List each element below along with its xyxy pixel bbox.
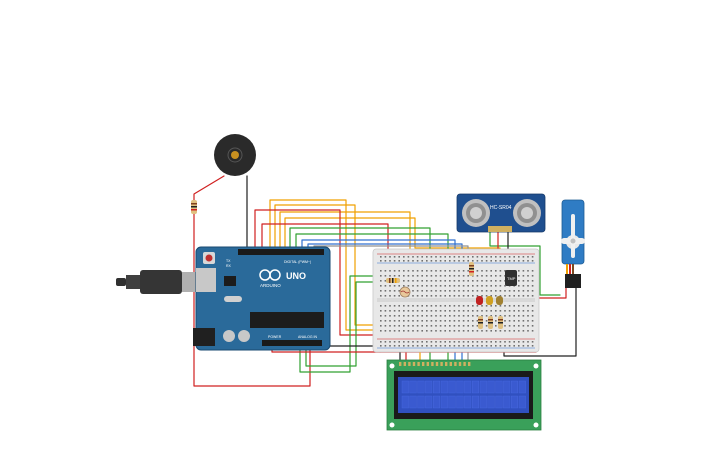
arduino-brand-label: ARDUINO xyxy=(260,283,281,288)
led-green[interactable] xyxy=(496,296,503,305)
wire-ultrasonic-green[interactable] xyxy=(489,231,561,296)
lcd-pin-header xyxy=(399,362,471,366)
arduino-model-label: UNO xyxy=(286,271,306,281)
resistors-leds[interactable] xyxy=(478,316,503,329)
resistor-buzzer[interactable] xyxy=(191,200,197,214)
arduino-digital-label: DIGITAL (PWM~) xyxy=(284,260,311,264)
arduino-analog-label: ANALOG IN xyxy=(298,335,318,339)
led-red[interactable] xyxy=(476,296,483,305)
led-yellow[interactable] xyxy=(486,296,493,305)
temp-sensor-label: TMP xyxy=(507,276,516,281)
resistor-photoresistor[interactable] xyxy=(386,278,400,283)
ultrasonic-label: HC-SR04 xyxy=(490,205,512,211)
lcd-character-cells xyxy=(401,380,526,409)
temperature-sensor[interactable]: TMP xyxy=(505,270,517,286)
wire-analog-green-1[interactable] xyxy=(299,275,381,373)
breadboard-holes xyxy=(380,256,534,347)
wire-orange-1[interactable] xyxy=(269,199,421,331)
lcd-16x2[interactable] xyxy=(386,359,542,431)
wire-orange-3[interactable] xyxy=(279,211,411,273)
photoresistor[interactable] xyxy=(399,286,411,298)
wire-analog-green-2[interactable] xyxy=(305,281,401,367)
breadboard[interactable] xyxy=(372,248,540,353)
piezo-buzzer[interactable] xyxy=(214,134,256,176)
arduino-rx-label: RX xyxy=(226,264,232,268)
usb-cable[interactable] xyxy=(116,270,196,294)
ultrasonic-sensor[interactable]: HC-SR04 xyxy=(456,193,546,233)
arduino-tx-label: TX xyxy=(226,259,231,263)
resistor-ultrasonic[interactable] xyxy=(469,262,474,276)
wire-red-digital-2[interactable] xyxy=(261,223,389,263)
arduino-power-label: POWER xyxy=(268,335,282,339)
arduino-uno[interactable]: UNO ARDUINO DIGITAL (PWM~) TX RX POWER A… xyxy=(193,246,331,351)
servo-motor[interactable] xyxy=(561,199,585,288)
